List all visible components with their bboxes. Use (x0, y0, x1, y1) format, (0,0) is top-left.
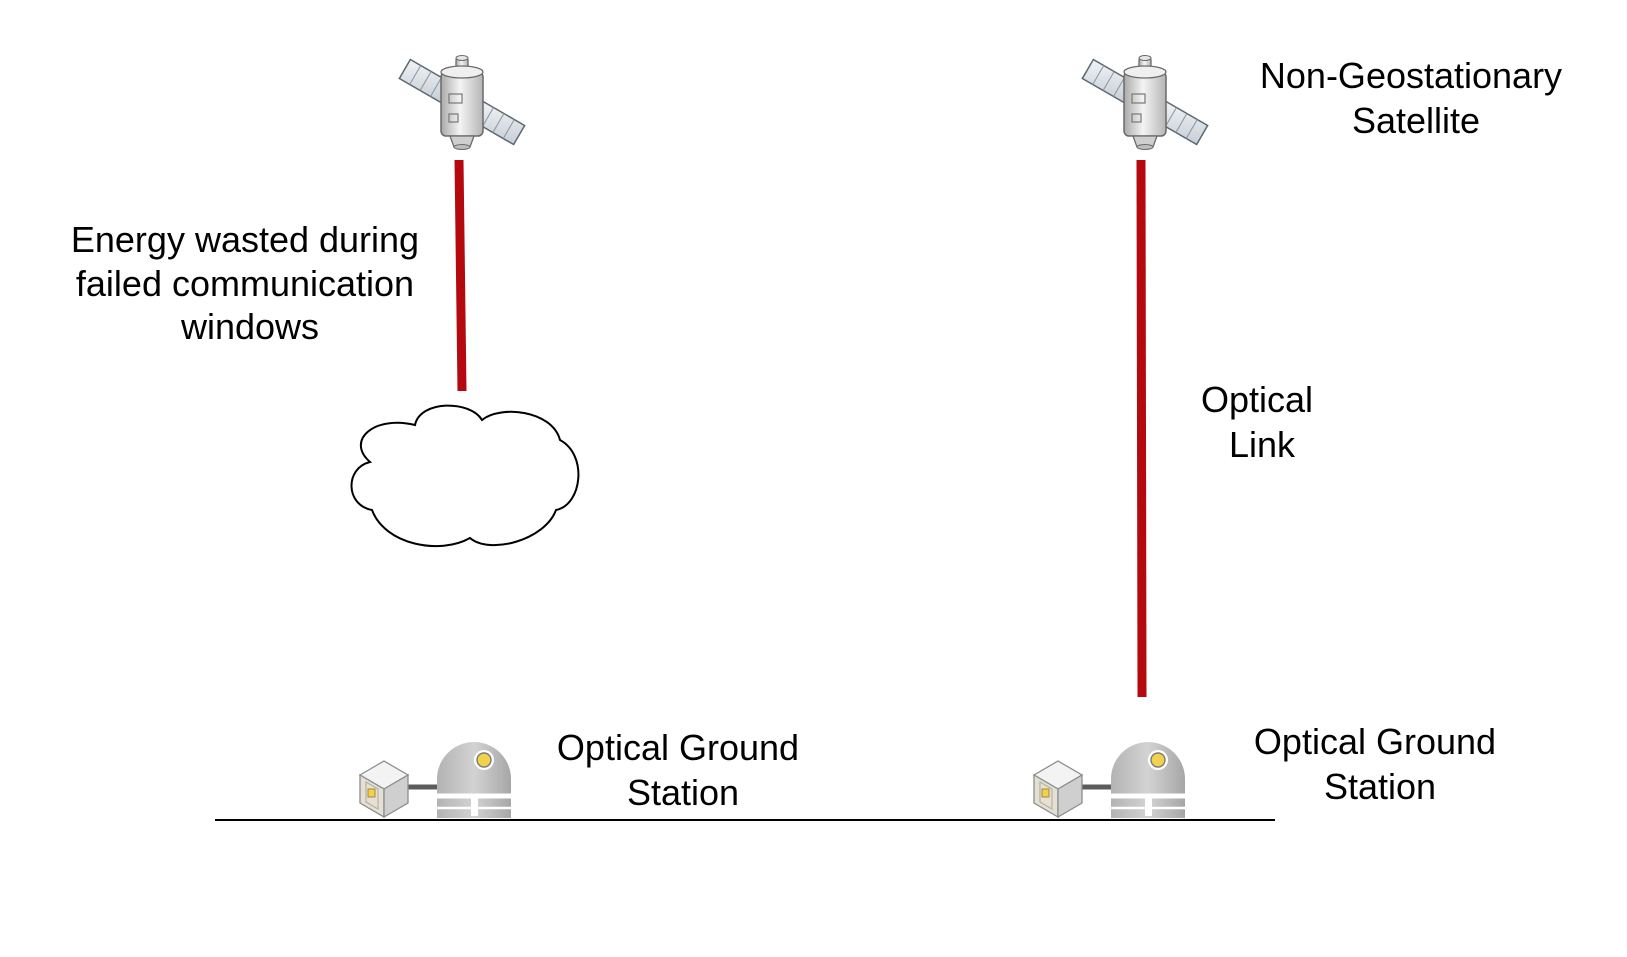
satellite-icon (1081, 54, 1209, 151)
energy-wasted-label: Energy wasted during failed communicatio… (71, 219, 429, 347)
ground-station-right (1033, 742, 1185, 818)
satellite-icon (398, 54, 526, 151)
observatory-dome-icon (1111, 742, 1185, 818)
optical-link-active (1136, 159, 1147, 698)
satellite-label: Non-Geostationary Satellite (1260, 55, 1572, 141)
ground-station-right-label: Optical Ground Station (1254, 721, 1506, 807)
equipment-box-icon (359, 760, 409, 818)
observatory-dome-icon (437, 742, 511, 818)
ground-station-left-label: Optical Ground Station (557, 727, 809, 813)
optical-link-label: Optical Link (1201, 379, 1323, 465)
optical-link-blocked (454, 159, 467, 392)
cloud-icon (350, 404, 580, 548)
ground-station-left (359, 742, 511, 818)
equipment-box-icon (1033, 760, 1083, 818)
